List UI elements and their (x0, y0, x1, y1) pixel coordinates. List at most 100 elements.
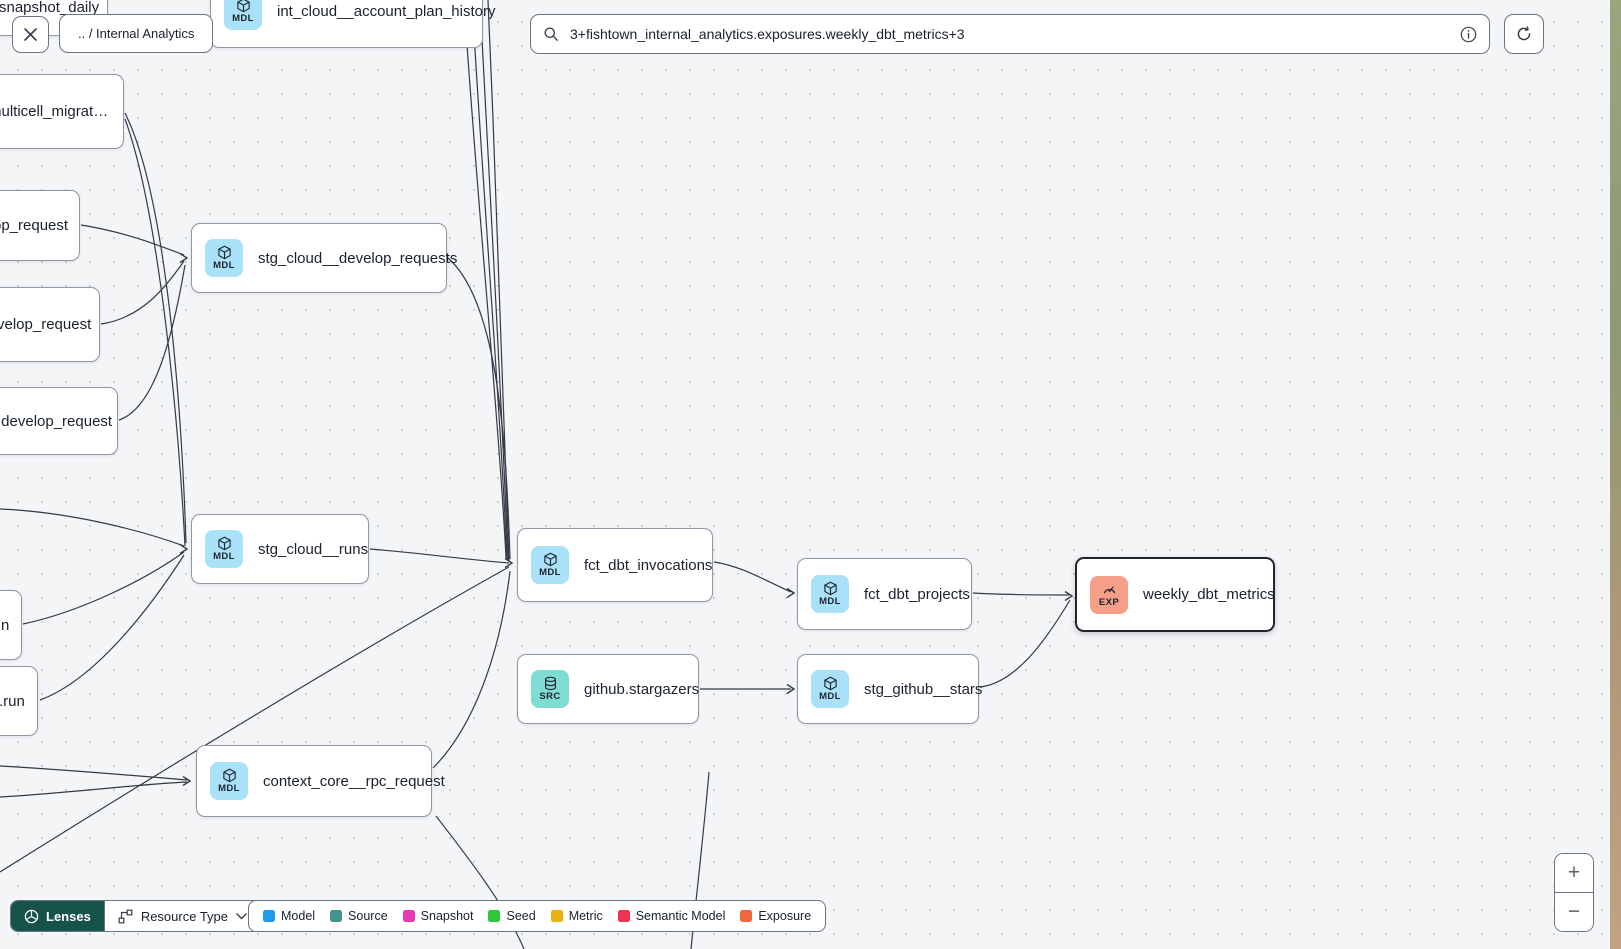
search-bar (530, 14, 1490, 54)
lenses-icon (24, 909, 39, 923)
zoom-out-button[interactable]: − (1555, 892, 1593, 931)
node-label: n (1, 616, 10, 634)
lineage-edge (80, 224, 185, 256)
cube-icon: MDL (205, 530, 243, 568)
zoom-in-button[interactable]: + (1555, 854, 1593, 892)
lineage-edge (463, 0, 507, 559)
graph-node-multicell_migrat[interactable]: multicell_migrat… (0, 74, 124, 149)
breadcrumb[interactable]: .. / Internal Analytics (59, 14, 214, 53)
lineage-edge (100, 260, 185, 325)
lineage-edge (435, 815, 525, 949)
lineage-edge (979, 599, 1071, 688)
legend-swatch (402, 910, 415, 922)
refresh-icon (1517, 26, 1531, 41)
edge-arrowhead (179, 252, 189, 264)
edge-arrowhead (182, 775, 192, 787)
legend-item-seed: Seed (488, 909, 536, 923)
legend-label: Semantic Model (635, 909, 726, 923)
lineage-edge (39, 554, 185, 701)
lenses-button[interactable]: Lenses (11, 901, 104, 931)
cube-icon: MDL (224, 0, 262, 30)
graph-node-develop_request_a[interactable]: op_request (0, 190, 80, 261)
lineage-edge (0, 566, 510, 873)
legend-item-source: Source (330, 909, 388, 923)
lineage-edge (479, 0, 509, 562)
lineage-edge (22, 551, 185, 625)
graph-node-left_run[interactable]: .run (0, 666, 38, 736)
node-label: multicell_migrat… (0, 103, 109, 120)
graph-node-develop_request_c[interactable]: .develop_request (0, 387, 118, 455)
lineage-edge (369, 548, 510, 564)
resource-type-button[interactable]: Resource Type (103, 901, 260, 931)
lineage-edge (0, 508, 185, 547)
legend-item-semantic-model: Semantic Model (617, 909, 726, 923)
x-icon (24, 28, 37, 41)
legend-label: Model (281, 909, 316, 923)
legend-swatch (550, 910, 563, 922)
graph-node-context_core__rpc_request[interactable]: MDL context_core__rpc_request (196, 745, 445, 817)
lineage-edge (0, 765, 188, 781)
node-label: .develop_request (0, 412, 113, 430)
legend-label: Source (348, 909, 388, 923)
legend-swatch (488, 910, 501, 922)
legend-item-exposure: Exposure (740, 909, 811, 923)
lineage-edge (0, 781, 188, 798)
graph-node-int_cloud__account_plan_history[interactable]: MDL int_cloud__account_plan_history (210, 0, 496, 48)
node-label: int_cloud__account_plan_history (277, 2, 496, 20)
cube-icon: MDL (811, 670, 849, 708)
node-label: context_core__rpc_request (263, 772, 445, 790)
lenses-bar: Lenses Resource Type (10, 900, 262, 932)
hierarchy-icon (118, 909, 133, 923)
node-label: stg_github__stars (864, 680, 983, 698)
desktop-wallpaper-edge (1610, 0, 1621, 949)
edge-arrowhead (1064, 590, 1074, 602)
node-label: .run (0, 692, 25, 710)
search-input[interactable] (568, 25, 1451, 43)
graph-node-github_stargazers[interactable]: SRC github.stargazers (517, 654, 699, 724)
resource-type-label: Resource Type (140, 908, 229, 924)
lineage-edge (471, 0, 508, 561)
cube-icon: MDL (531, 546, 569, 584)
edge-arrowhead (179, 543, 189, 555)
database-icon: SRC (531, 670, 569, 708)
node-label: stg_cloud__develop_requests (258, 249, 458, 267)
graph-node-fct_dbt_invocations[interactable]: MDL fct_dbt_invocations (517, 528, 713, 602)
legend-label: Metric (568, 909, 603, 923)
graph-node-left_n[interactable]: n (0, 590, 22, 660)
legend-label: Seed (506, 909, 536, 923)
lineage-edge (118, 264, 186, 421)
edge-arrowhead (786, 683, 796, 695)
lineage-edge (447, 257, 511, 560)
node-label: weekly_dbt_metrics (1143, 586, 1275, 603)
node-label: velop_request (0, 316, 92, 333)
legend-swatch (617, 910, 630, 922)
cube-icon: MDL (210, 762, 248, 800)
cube-icon: MDL (811, 575, 849, 613)
legend-swatch (740, 910, 753, 922)
node-label: fct_dbt_invocations (584, 556, 713, 574)
legend-swatch (263, 910, 275, 922)
edge-arrowhead (786, 587, 796, 599)
info-icon[interactable] (1460, 26, 1477, 43)
lineage-edge (432, 570, 511, 769)
graph-node-weekly_dbt_metrics[interactable]: EXP weekly_dbt_metrics (1075, 557, 1275, 632)
search-icon (544, 27, 558, 41)
close-button[interactable] (12, 16, 49, 53)
gauge-icon: EXP (1090, 575, 1128, 614)
graph-node-stg_github__stars[interactable]: MDL stg_github__stars (797, 654, 983, 724)
lenses-label: Lenses (46, 908, 91, 924)
legend-item-model: Model (263, 909, 315, 923)
graph-node-develop_request_b[interactable]: velop_request (0, 287, 100, 362)
refresh-button[interactable] (1504, 14, 1544, 54)
legend-item-metric: Metric (550, 909, 603, 923)
lineage-edge (124, 112, 187, 544)
node-label: github.stargazers (584, 680, 700, 698)
lineage-edge (972, 592, 1070, 596)
zoom-panel: + − (1554, 853, 1594, 932)
